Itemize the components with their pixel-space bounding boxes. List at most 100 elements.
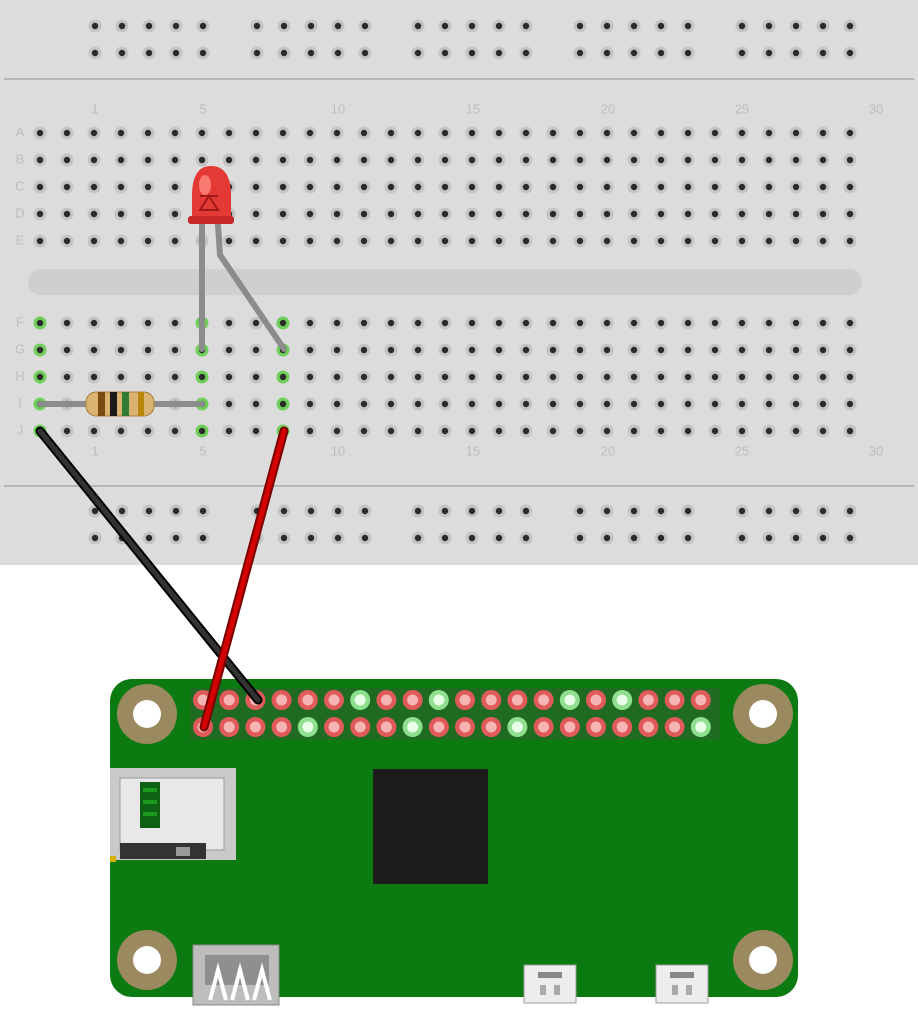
- breadboard-hole: [465, 316, 479, 330]
- breadboard-hole: [195, 370, 209, 384]
- breadboard-hole: [114, 153, 128, 167]
- breadboard-hole: [600, 19, 614, 33]
- breadboard-hole: [573, 180, 587, 194]
- breadboard-hole: [627, 316, 641, 330]
- breadboard-hole: [600, 207, 614, 221]
- gpio-pin-center: [197, 694, 209, 706]
- breadboard-hole: [843, 370, 857, 384]
- gpio-pin-center: [302, 694, 314, 706]
- breadboard-hole: [573, 19, 587, 33]
- gpio-pin-center: [223, 694, 235, 706]
- breadboard-hole: [627, 234, 641, 248]
- breadboard-hole: [816, 370, 830, 384]
- breadboard-hole: [600, 370, 614, 384]
- breadboard-hole: [60, 424, 74, 438]
- gpio-pin-center: [276, 721, 288, 733]
- gpio-pin-center: [616, 694, 628, 706]
- breadboard-hole: [789, 316, 803, 330]
- breadboard-hole: [681, 424, 695, 438]
- breadboard-hole: [519, 46, 533, 60]
- breadboard-hole: [816, 424, 830, 438]
- breadboard-hole: [843, 531, 857, 545]
- breadboard-hole: [222, 234, 236, 248]
- breadboard-hole: [141, 343, 155, 357]
- breadboard-hole: [600, 234, 614, 248]
- breadboard-hole: [816, 504, 830, 518]
- breadboard-hole: [222, 316, 236, 330]
- breadboard-hole: [87, 424, 101, 438]
- breadboard-hole: [330, 370, 344, 384]
- breadboard-hole: [843, 207, 857, 221]
- breadboard-hole: [654, 316, 668, 330]
- breadboard-hole: [735, 234, 749, 248]
- breadboard-hole: [222, 424, 236, 438]
- breadboard-hole: [438, 153, 452, 167]
- breadboard-hole: [384, 370, 398, 384]
- breadboard-hole: [276, 180, 290, 194]
- breadboard-hole: [762, 370, 776, 384]
- breadboard-hole: [330, 234, 344, 248]
- breadboard-hole: [168, 343, 182, 357]
- gpio-pin-center: [328, 694, 340, 706]
- breadboard-hole: [168, 126, 182, 140]
- breadboard-hole: [33, 153, 47, 167]
- breadboard-hole: [357, 316, 371, 330]
- breadboard-hole: [708, 234, 722, 248]
- breadboard-hole: [438, 234, 452, 248]
- breadboard-hole: [195, 126, 209, 140]
- breadboard-hole: [330, 316, 344, 330]
- breadboard-hole: [88, 46, 102, 60]
- breadboard-hole: [168, 424, 182, 438]
- breadboard-hole: [573, 370, 587, 384]
- breadboard-hole: [438, 370, 452, 384]
- breadboard-hole: [169, 504, 183, 518]
- breadboard-hole: [816, 46, 830, 60]
- gpio-pin-center: [328, 721, 340, 733]
- breadboard-hole: [438, 19, 452, 33]
- breadboard-hole: [492, 46, 506, 60]
- breadboard-hole: [87, 153, 101, 167]
- breadboard-hole: [411, 19, 425, 33]
- breadboard-hole: [708, 207, 722, 221]
- breadboard-holes: [33, 19, 857, 545]
- breadboard-label: 20: [601, 443, 615, 458]
- breadboard-hole: [438, 531, 452, 545]
- breadboard-hole: [195, 424, 209, 438]
- breadboard-hole: [492, 234, 506, 248]
- breadboard-hole: [762, 234, 776, 248]
- breadboard-hole: [357, 424, 371, 438]
- breadboard-hole: [222, 397, 236, 411]
- breadboard-hole: [196, 46, 210, 60]
- breadboard-hole: [843, 180, 857, 194]
- breadboard-hole: [762, 207, 776, 221]
- breadboard-hole: [465, 180, 479, 194]
- breadboard-hole: [276, 126, 290, 140]
- breadboard-hole: [357, 397, 371, 411]
- gpio-pin-center: [485, 721, 497, 733]
- breadboard-hole: [384, 180, 398, 194]
- breadboard-hole: [114, 207, 128, 221]
- breadboard-hole: [142, 46, 156, 60]
- breadboard-hole: [654, 153, 668, 167]
- breadboard-hole: [465, 397, 479, 411]
- breadboard-hole: [519, 316, 533, 330]
- breadboard-label: D: [15, 205, 24, 220]
- breadboard-label: 1: [91, 443, 98, 458]
- breadboard-hole: [168, 153, 182, 167]
- breadboard-hole: [303, 153, 317, 167]
- breadboard-hole: [600, 424, 614, 438]
- center-channel: [28, 269, 862, 295]
- breadboard-hole: [735, 370, 749, 384]
- breadboard-hole: [114, 424, 128, 438]
- breadboard-hole: [789, 19, 803, 33]
- breadboard-hole: [546, 424, 560, 438]
- breadboard-hole: [330, 397, 344, 411]
- breadboard-hole: [519, 207, 533, 221]
- breadboard-hole: [411, 46, 425, 60]
- breadboard-hole: [600, 531, 614, 545]
- breadboard-hole: [519, 531, 533, 545]
- breadboard-hole: [546, 207, 560, 221]
- breadboard-hole: [708, 424, 722, 438]
- breadboard-label: 20: [601, 101, 615, 116]
